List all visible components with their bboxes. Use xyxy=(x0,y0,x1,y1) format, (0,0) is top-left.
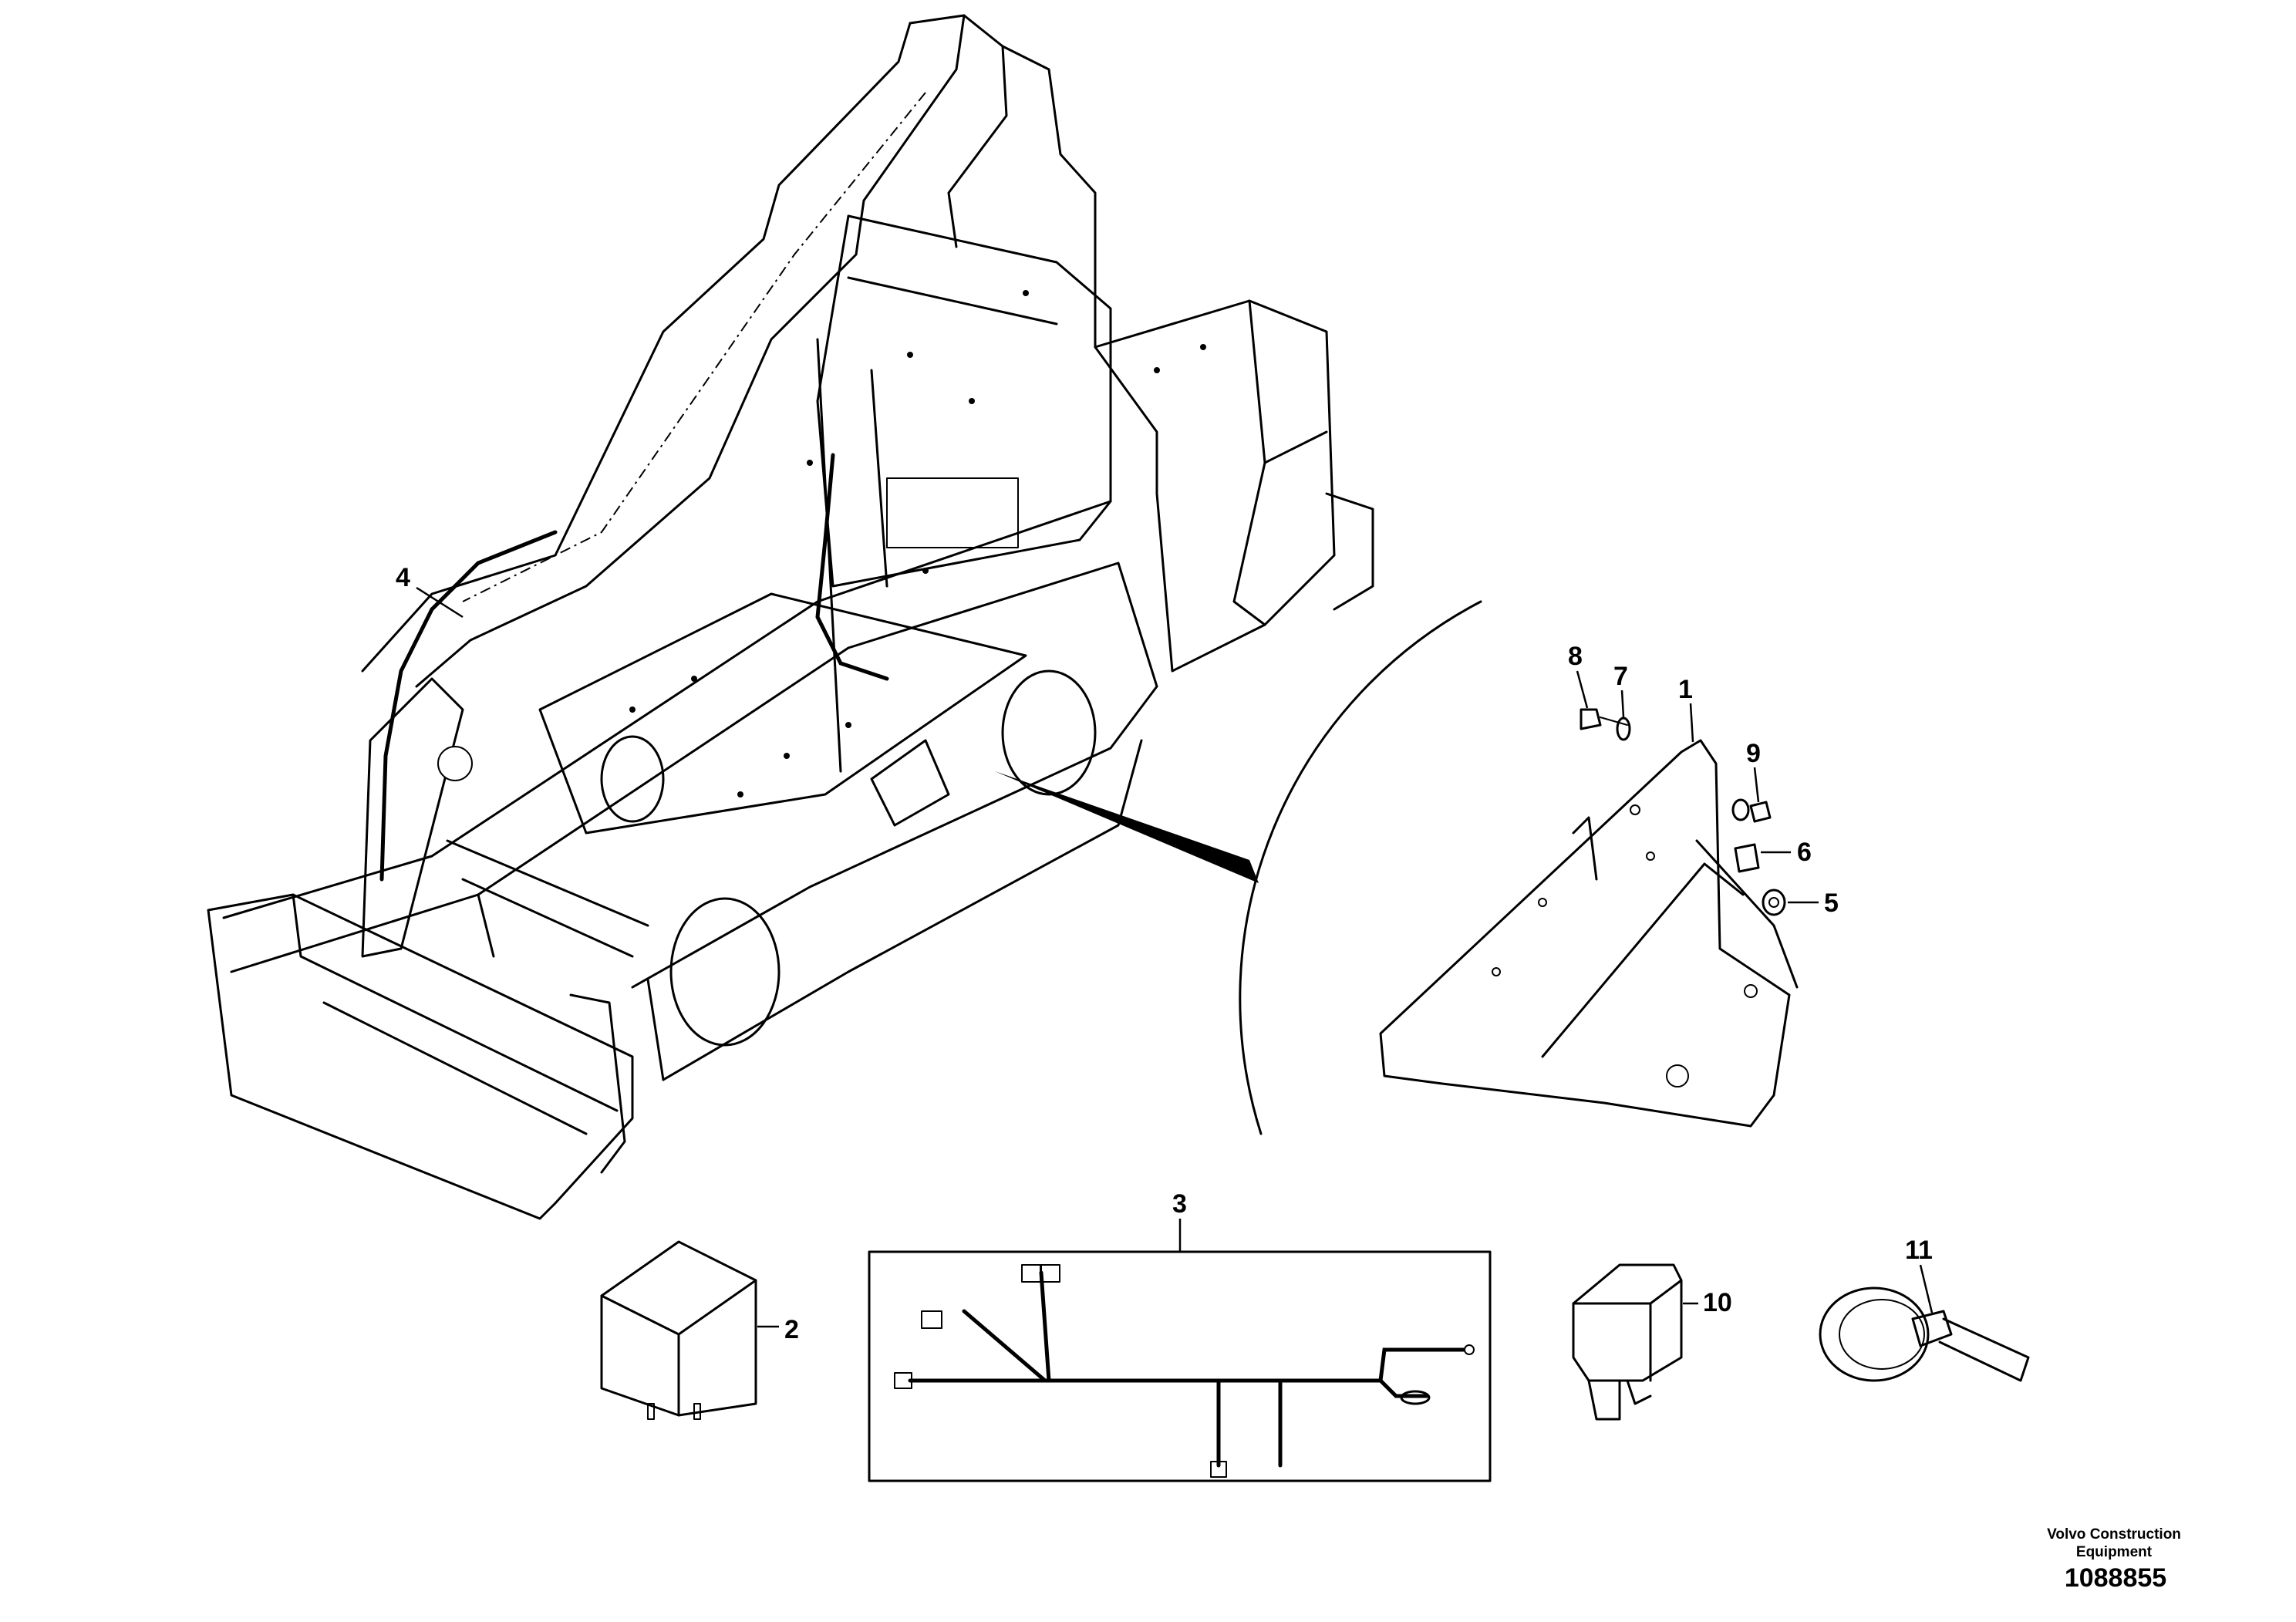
callout-11: 11 xyxy=(1905,1236,1934,1313)
callout-1: 1 xyxy=(1678,675,1694,743)
svg-text:10: 10 xyxy=(1703,1288,1732,1317)
brand-label: Volvo Construction Equipment xyxy=(1998,1526,2230,1561)
bracket-detail xyxy=(1379,708,1799,1128)
svg-text:9: 9 xyxy=(1746,739,1761,768)
svg-text:8: 8 xyxy=(1568,642,1583,671)
svg-text:3: 3 xyxy=(1172,1189,1187,1219)
svg-text:2: 2 xyxy=(784,1315,799,1344)
callout-10: 10 xyxy=(1683,1288,1732,1317)
machine-frame xyxy=(207,14,1374,1220)
callout-9: 9 xyxy=(1746,739,1761,803)
fuse-part xyxy=(1572,1263,1683,1421)
callout-8: 8 xyxy=(1568,642,1589,709)
callout-5: 5 xyxy=(1788,889,1839,918)
document-number: 1088855 xyxy=(2064,1563,2167,1593)
svg-text:11: 11 xyxy=(1905,1236,1933,1265)
svg-text:5: 5 xyxy=(1824,889,1839,918)
callout-6: 6 xyxy=(1761,838,1812,867)
brand-line-2: Equipment xyxy=(2075,1544,2153,1560)
svg-text:4: 4 xyxy=(396,563,410,592)
detail-magnifier xyxy=(995,600,1482,1135)
callout-2: 2 xyxy=(757,1315,799,1344)
callout-4: 4 xyxy=(396,563,464,619)
relay-part xyxy=(600,1240,757,1420)
callout-7: 7 xyxy=(1613,662,1628,718)
harness-part xyxy=(868,1250,1492,1482)
svg-text:7: 7 xyxy=(1613,662,1628,691)
svg-text:1: 1 xyxy=(1678,675,1693,704)
callout-3: 3 xyxy=(1172,1189,1187,1252)
svg-text:6: 6 xyxy=(1797,838,1812,867)
brand-line-1: Volvo Construction xyxy=(2047,1526,2181,1543)
cable-tie-part xyxy=(1819,1286,2030,1382)
